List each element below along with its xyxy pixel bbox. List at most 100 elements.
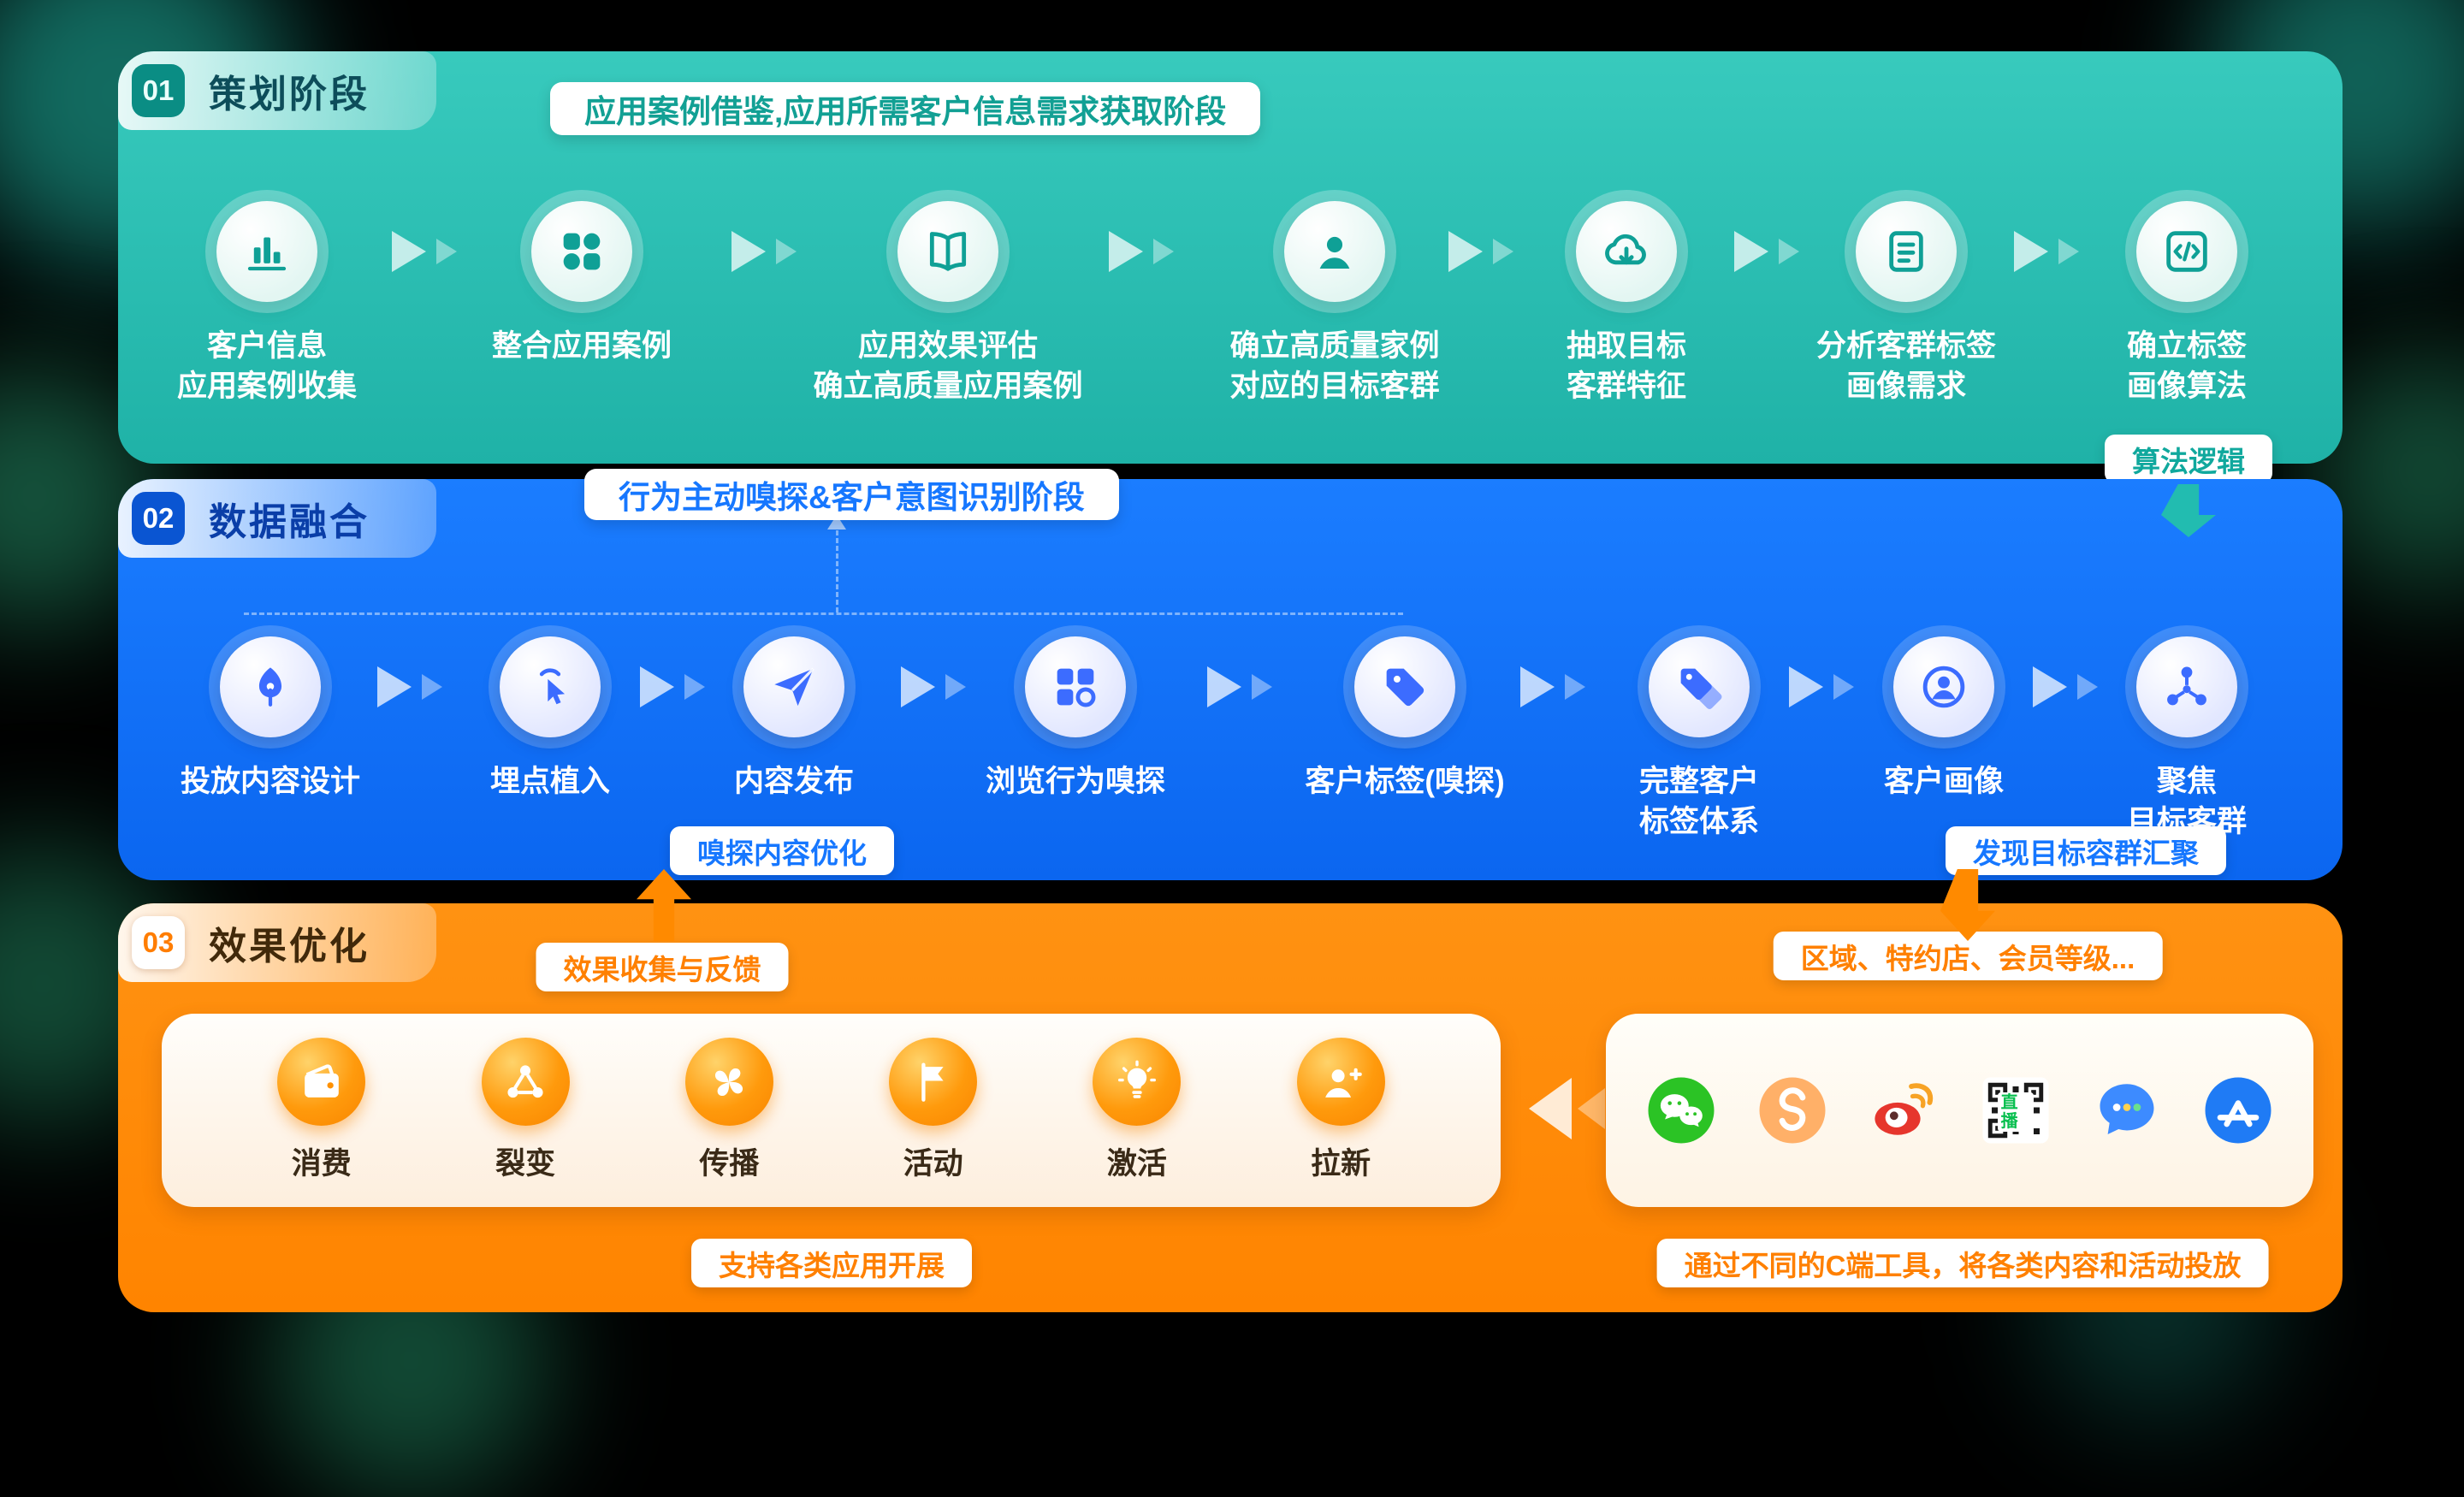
dashed-connector-vertical [836,530,838,612]
activity-label: 裂变 [495,1147,556,1180]
flow-arrow-icon [1789,666,1854,707]
dashed-connector-horizontal [244,612,1403,615]
qrcode-live-icon: 直播 [1980,1074,2052,1146]
chat-service-icon [2091,1074,2163,1146]
step-browse-sniffing: 浏览行为嗅探 [913,636,1238,802]
open-book-icon [897,201,998,302]
clover-grid-icon [531,201,632,302]
step-integrate-cases: 整合应用案例 [419,201,744,366]
step-label: 确立高质量家例 对应的目标客群 [1229,329,1440,404]
flow-arrow-icon [392,231,457,272]
weibo-icon [1868,1074,1940,1146]
wechat-channels-icon [1756,1074,1828,1146]
channels-caption-tag: 通过不同的C端工具，将各类内容和活动投放 [1656,1239,2269,1287]
step-label: 抽取目标 客群特征 [1566,329,1686,404]
user-icon [1284,201,1385,302]
fission-icon [481,1038,570,1126]
tags-icon [1649,636,1750,737]
bulb-icon [1093,1038,1182,1126]
step-tracking-implant: 埋点植入 [388,636,713,802]
activity-label: 拉新 [1311,1147,1371,1180]
fan-icon [684,1038,773,1126]
phase-2-banner: 行为主动嗅探&客户意图识别阶段 [584,469,1119,520]
flow-arrow-icon [640,666,705,707]
phase-1-badge: 01 策划阶段 [118,51,436,130]
activity-event: 活动 [889,1038,978,1183]
step-label: 内容发布 [733,765,854,798]
step-label: 客户标签(嗅探) [1305,765,1505,798]
phase-1-title: 策划阶段 [209,74,370,115]
discover-target-group-tag: 发现目标容群汇聚 [1946,826,2226,875]
activity-label: 传播 [699,1147,760,1180]
step-target-customer-group: 确立高质量家例 对应的目标客群 [1172,201,1497,407]
step-label: 应用效果评估 确立高质量应用案例 [813,329,1083,404]
wechat-icon [1645,1074,1717,1146]
flow-arrow-icon [1109,231,1174,272]
activity-label: 活动 [903,1147,963,1180]
step-label: 确立标签 画像算法 [2126,329,2247,404]
step-focus-target-group: 聚焦 目标客群 [2024,636,2349,843]
step-label: 完整客户 标签体系 [1638,765,1759,839]
flow-arrow-icon [2033,666,2098,707]
activity-spread: 传播 [684,1038,773,1183]
phase-3-title: 效果优化 [209,926,370,967]
step-tag-algorithm: 确立标签 画像算法 [2024,201,2349,407]
step-label: 浏览行为嗅探 [985,765,1165,798]
step-label: 客户信息 应用案例收集 [176,329,357,404]
phase-3-band: 03 效果优化 效果收集与反馈 区域、特约店、会员等级... 消费 裂变 [118,903,2343,1312]
left-arrow-icon [1529,1078,1572,1139]
step-content-publish: 内容发布 [631,636,957,802]
code-icon [2136,201,2237,302]
flow-arrow-icon [732,231,797,272]
algorithm-logic-tag: 算法逻辑 [2105,435,2272,483]
flow-arrow-icon [1520,666,1585,707]
activity-label: 消费 [291,1147,352,1180]
step-content-design: 投放内容设计 [108,636,433,802]
step-label: 埋点植入 [489,765,610,798]
activity-consumption: 消费 [277,1038,366,1183]
step-customer-tag-sniff: 客户标签(嗅探) [1242,636,1567,802]
phase-1-banner: 应用案例借鉴,应用所需客户信息需求获取阶段 [550,82,1261,135]
bar-chart-icon [216,201,317,302]
step-complete-tag-system: 完整客户 标签体系 [1537,636,1862,843]
activity-activation: 激活 [1093,1038,1182,1183]
activities-caption-tag: 支持各类应用开展 [691,1239,972,1287]
portrait-icon [1893,636,1994,737]
activity-fission: 裂变 [481,1038,570,1183]
activity-label: 激活 [1106,1147,1167,1180]
step-effect-evaluation: 应用效果评估 确立高质量应用案例 [785,201,1111,407]
flow-arrow-icon [901,666,966,707]
step-label: 客户画像 [1883,765,2004,798]
phase-2-number: 02 [132,492,185,545]
appstore-icon [2202,1074,2274,1146]
step-label: 分析客群标签 画像需求 [1815,329,1996,404]
sniff-content-optimize-tag: 嗅探内容优化 [670,826,894,875]
wallet-icon [277,1038,366,1126]
tap-icon [500,636,601,737]
activities-panel: 消费 裂变 传播 活动 [162,1014,1501,1207]
phase-3-number: 03 [132,916,185,969]
browse-grid-icon [1025,636,1126,737]
step-extract-features: 抽取目标 客群特征 [1464,201,1789,407]
phase-2-title: 数据融合 [209,501,370,543]
step-label: 整合应用案例 [491,329,672,363]
flow-arrow-icon [1734,231,1799,272]
step-customer-portrait: 客户画像 [1781,636,2106,802]
phase-1-number: 01 [132,64,185,117]
flow-arrow-icon [1448,231,1513,272]
activity-new-users: 拉新 [1296,1038,1385,1183]
focus-network-icon [2136,636,2237,737]
document-icon [1856,201,1957,302]
pen-icon [220,636,321,737]
user-plus-icon [1296,1038,1385,1126]
step-label: 投放内容设计 [180,765,360,798]
qr-live-label: 直播 [1997,1092,2034,1132]
step-customer-case-collection: 客户信息 应用案例收集 [104,201,429,407]
cloud-download-icon [1576,201,1677,302]
channels-panel: 直播 [1606,1014,2313,1207]
phase-2-badge: 02 数据融合 [118,479,436,558]
left-arrow-echo-icon [1578,1088,1605,1129]
phase-3-badge: 03 效果优化 [118,903,436,982]
feedback-tag: 效果收集与反馈 [536,943,789,991]
